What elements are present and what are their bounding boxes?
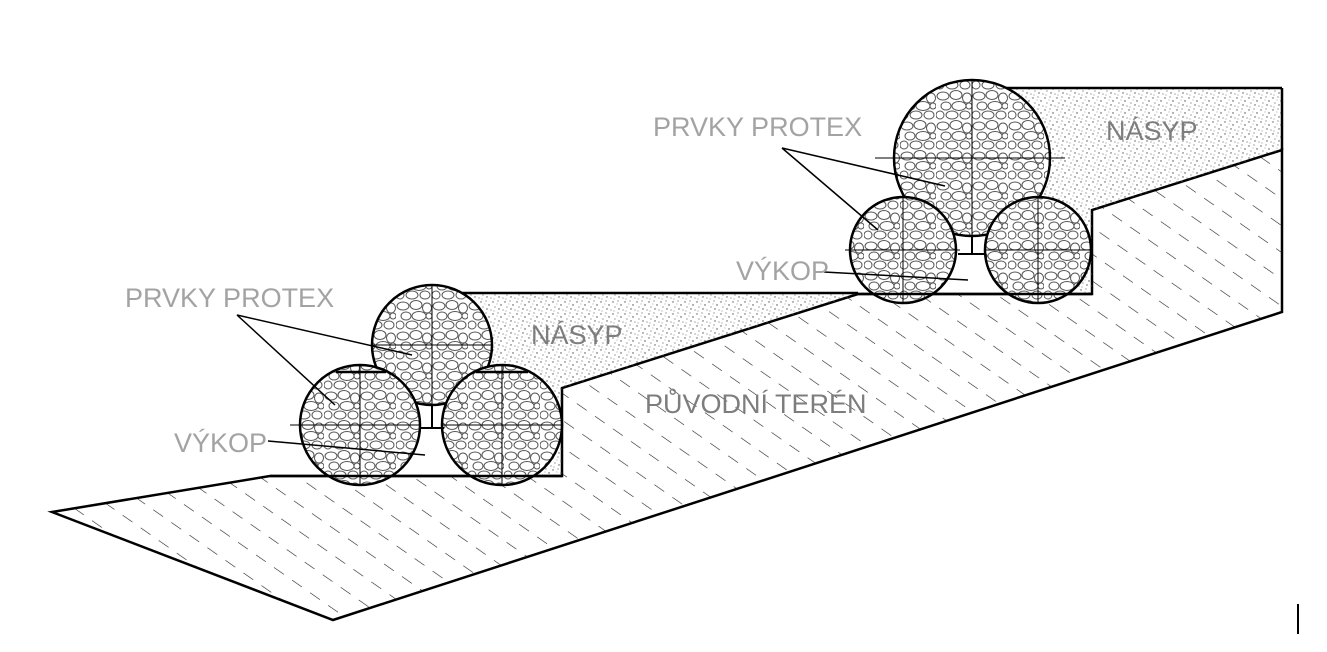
upper-protex-label: PRVKY PROTEX	[653, 112, 862, 142]
text-cursor-icon	[1297, 604, 1299, 634]
leader-lines	[236, 147, 969, 456]
original-terrain-label: PŮVODNÍ TERÉN	[645, 387, 867, 419]
upper-protex-group	[845, 78, 1093, 305]
lower-excavation-label: VÝKOP	[174, 428, 267, 458]
lower-fill-label: NÁSYP	[531, 320, 623, 350]
lower-fill-zone	[402, 293, 858, 476]
original-terrain-body	[47, 148, 1284, 622]
upper-fill-label: NÁSYP	[1106, 116, 1198, 146]
lower-protex-group	[290, 283, 564, 487]
upper-excavation-label: VÝKOP	[736, 256, 829, 286]
lower-axis-crosses	[290, 285, 562, 485]
lower-protex-label: PRVKY PROTEX	[125, 283, 334, 313]
upper-axis-crosses	[845, 80, 1092, 303]
